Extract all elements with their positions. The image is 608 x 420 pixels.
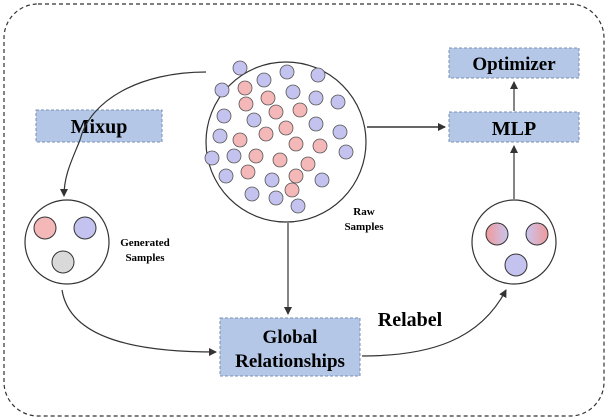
raw-sample-dot bbox=[260, 90, 276, 106]
generated-dot-blue bbox=[73, 216, 97, 240]
raw-sample-dot bbox=[244, 186, 260, 202]
generated-dot-gray bbox=[51, 250, 75, 274]
raw-samples-label-line1: Raw bbox=[353, 206, 374, 218]
raw-sample-dot bbox=[204, 150, 220, 166]
raw-sample-dot bbox=[237, 80, 253, 96]
raw-samples-label-line2: Samples bbox=[344, 221, 384, 233]
mixup-box bbox=[35, 109, 163, 143]
raw-sample-dot bbox=[310, 67, 326, 83]
raw-sample-dot bbox=[284, 182, 300, 198]
raw-sample-dot bbox=[268, 104, 284, 120]
arrow-raw-to-generated bbox=[60, 71, 207, 197]
mlp-box bbox=[448, 111, 580, 143]
raw-sample-dot bbox=[290, 198, 306, 214]
raw-sample-dot bbox=[300, 156, 316, 172]
raw-sample-dot bbox=[240, 164, 256, 180]
global-relationships-box bbox=[219, 317, 361, 377]
raw-sample-dot bbox=[238, 96, 254, 112]
mixup-label: Mixup bbox=[71, 116, 128, 138]
raw-sample-dot bbox=[338, 144, 354, 160]
relabeled-samples-circle bbox=[471, 199, 557, 285]
raw-sample-dot bbox=[258, 126, 274, 142]
optimizer-label: Optimizer bbox=[472, 54, 556, 75]
global-relationships-label-line2: Relationships bbox=[235, 351, 345, 372]
raw-sample-dot bbox=[246, 112, 262, 128]
raw-sample-dot bbox=[292, 102, 308, 118]
raw-sample-dot bbox=[285, 84, 301, 100]
optimizer-box bbox=[448, 47, 580, 79]
raw-sample-dot bbox=[264, 172, 280, 188]
raw-sample-dot bbox=[214, 82, 230, 98]
arrow-generated-to-global bbox=[61, 289, 217, 356]
raw-sample-dot bbox=[332, 124, 348, 140]
raw-sample-dot bbox=[330, 94, 346, 110]
relabel-label: Relabel bbox=[378, 309, 443, 331]
relabeled-dot-1 bbox=[485, 222, 509, 246]
raw-sample-dot bbox=[288, 168, 304, 184]
raw-sample-dot bbox=[218, 168, 234, 184]
raw-sample-dot bbox=[308, 90, 324, 106]
raw-sample-dot bbox=[256, 72, 272, 88]
raw-sample-dots bbox=[204, 60, 354, 214]
outer-frame bbox=[3, 3, 605, 417]
generated-dot-pink bbox=[33, 216, 57, 240]
mlp-label: MLP bbox=[492, 118, 536, 140]
raw-sample-dot bbox=[226, 148, 242, 164]
raw-samples-circle bbox=[205, 61, 367, 223]
raw-sample-dot bbox=[308, 116, 324, 132]
raw-sample-dot bbox=[312, 138, 328, 154]
arrow-global-to-relabeled bbox=[361, 289, 507, 357]
raw-sample-dot bbox=[268, 190, 284, 206]
raw-sample-dot bbox=[288, 136, 304, 152]
raw-sample-dot bbox=[314, 172, 330, 188]
raw-sample-dot bbox=[272, 152, 288, 168]
global-relationships-label-line1: Global bbox=[263, 327, 318, 348]
raw-sample-dot bbox=[232, 60, 248, 76]
relabeled-dot-2 bbox=[525, 222, 549, 246]
generated-samples-label-line2: Samples bbox=[125, 252, 165, 264]
raw-sample-dot bbox=[279, 64, 295, 80]
raw-sample-dot bbox=[248, 148, 264, 164]
raw-sample-dot bbox=[278, 120, 294, 136]
relabeled-dot-3 bbox=[504, 253, 528, 277]
generated-samples-label-line1: Generated bbox=[120, 237, 169, 249]
raw-sample-dot bbox=[232, 132, 248, 148]
raw-sample-dot bbox=[212, 128, 228, 144]
raw-sample-dot bbox=[216, 108, 232, 124]
